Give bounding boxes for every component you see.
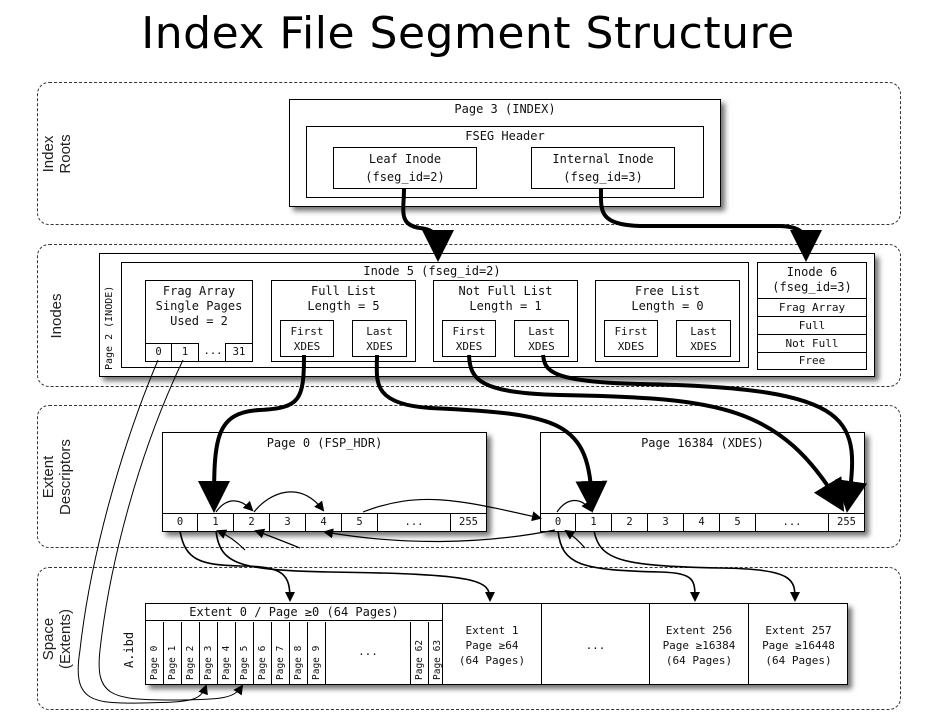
page-cell: Page 8 bbox=[290, 622, 308, 684]
xdes-entry: 1 bbox=[197, 513, 234, 532]
frag-slot-ellipsis: ... bbox=[203, 345, 223, 357]
page-cell: Page 5 bbox=[236, 622, 254, 684]
xdes-entry: 2 bbox=[611, 513, 648, 532]
inode-page: Page 2 (INODE) Inode 5 (fseg_id=2) Frag … bbox=[99, 253, 875, 377]
inode-6-not-full: Not Full bbox=[758, 335, 866, 353]
xdes-entry: 255 bbox=[828, 513, 865, 532]
frag-array: Frag Array Single Pages Used = 2 0 1 ...… bbox=[145, 280, 253, 362]
frag-slot: 0 bbox=[145, 343, 172, 362]
index-page: Page 3 (INDEX) FSEG Header Leaf Inode (f… bbox=[289, 99, 721, 207]
inode-6-full: Full bbox=[758, 317, 866, 335]
leaf-inode-pointer: Leaf Inode (fseg_id=2) bbox=[333, 147, 477, 189]
xdes-entry: 255 bbox=[450, 513, 487, 532]
inode-6: Inode 6 (fseg_id=3) Frag Array Full Not … bbox=[757, 262, 867, 370]
frag-slot: 31 bbox=[225, 343, 253, 362]
xdes-entry-ellipsis: ... bbox=[377, 513, 451, 532]
page-cell: Page 3 bbox=[200, 622, 218, 684]
xdes-row: 0 1 2 3 4 5 ... 255 bbox=[540, 513, 865, 532]
section-label-index-roots: Index Roots bbox=[40, 134, 74, 174]
section-label-space: Space (Extents) bbox=[40, 609, 74, 670]
extent-ellipsis: ... bbox=[542, 604, 650, 684]
page-cell: Page 62 bbox=[411, 622, 429, 684]
page-cell: Page 6 bbox=[254, 622, 272, 684]
internal-inode-pointer: Internal Inode (fseg_id=3) bbox=[531, 147, 675, 189]
xdes-entry: 5 bbox=[719, 513, 756, 532]
inode-5-title: Inode 5 (fseg_id=2) bbox=[363, 264, 501, 278]
page-ellipsis: ... bbox=[326, 622, 411, 684]
frag-slot: 1 bbox=[171, 343, 199, 362]
inode-5: Inode 5 (fseg_id=2) Frag Array Single Pa… bbox=[121, 262, 749, 368]
page-cell: Page 2 bbox=[182, 622, 200, 684]
extent-256: Extent 256 Page ≥16384 (64 Pages) bbox=[650, 604, 749, 684]
extent-1: Extent 1 Page ≥64 (64 Pages) bbox=[443, 604, 542, 684]
extent-257: Extent 257 Page ≥16448 (64 Pages) bbox=[762, 624, 835, 667]
inode-page-label: Page 2 (INODE) bbox=[104, 285, 115, 370]
xdes-entry-ellipsis: ... bbox=[755, 513, 829, 532]
section-index-roots bbox=[37, 82, 901, 225]
xdes-entry: 1 bbox=[575, 513, 612, 532]
xdes-row: 0 1 2 3 4 5 ... 255 bbox=[162, 513, 487, 532]
page-cell: Page 9 bbox=[308, 622, 326, 684]
xdes-entry: 2 bbox=[233, 513, 270, 532]
section-label-extent-descriptors: Extent Descriptors bbox=[40, 439, 74, 515]
xdes-page-0: Page 0 (FSP_HDR) 0 1 2 3 4 5 ... 255 bbox=[162, 432, 487, 532]
inode-6-frag-array: Frag Array bbox=[758, 299, 866, 317]
inode-6-free: Free bbox=[798, 354, 826, 367]
file-label: A.ibd bbox=[122, 631, 136, 668]
index-page-title: Page 3 (INDEX) bbox=[454, 102, 556, 116]
page-cell: Page 0 bbox=[146, 622, 164, 684]
fseg-header: FSEG Header Leaf Inode (fseg_id=2) Inter… bbox=[306, 126, 704, 198]
xdes-entry: 4 bbox=[305, 513, 342, 532]
diagram-title: Index File Segment Structure bbox=[141, 8, 795, 59]
xdes-entry: 5 bbox=[341, 513, 378, 532]
page-cell: Page 1 bbox=[164, 622, 182, 684]
page-cell: Page 7 bbox=[272, 622, 290, 684]
page-cell: Page 4 bbox=[218, 622, 236, 684]
xdes-entry: 0 bbox=[540, 513, 576, 532]
section-label-inodes: Inodes bbox=[48, 293, 65, 339]
xdes-entry: 3 bbox=[647, 513, 684, 532]
xdes-entry: 0 bbox=[162, 513, 198, 532]
fseg-header-title: FSEG Header bbox=[465, 129, 545, 143]
xdes-page-16384: Page 16384 (XDES) 0 1 2 3 4 5 ... 255 bbox=[540, 432, 865, 532]
xdes-entry: 3 bbox=[269, 513, 306, 532]
xdes-entry: 4 bbox=[683, 513, 720, 532]
